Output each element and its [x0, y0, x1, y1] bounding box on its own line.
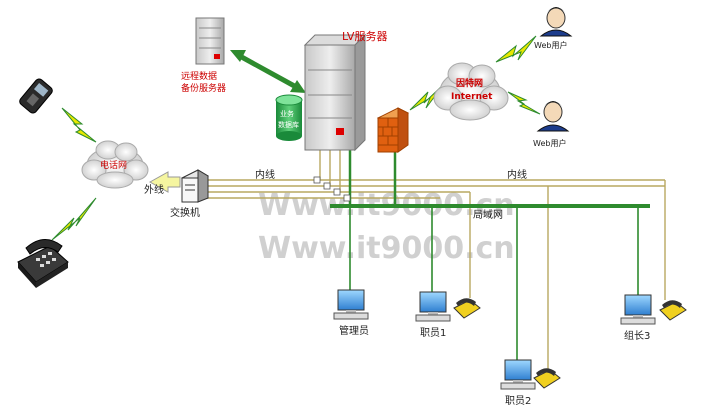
desk-phone-icon: [17, 239, 69, 288]
backup-server-label-line2: 备份服务器: [181, 82, 226, 94]
backup-server-icon: [195, 17, 225, 65]
admin-label: 管理员: [339, 324, 369, 337]
lightning-internet-webuser-bottom: [507, 91, 541, 115]
external-line-arrow: [148, 171, 181, 193]
staff2-computer-icon: [500, 359, 536, 390]
switch-icon: [180, 169, 210, 203]
lightning-internet-webuser-top: [495, 35, 537, 63]
web-user-top-icon: [539, 7, 573, 37]
database-label-line1: 业务: [280, 109, 294, 118]
lightning-mobile-phonenet: [61, 107, 97, 143]
inner-line-right-label: 内线: [507, 168, 527, 181]
inner-line-left-label: 内线: [255, 168, 275, 181]
switch-label: 交换机: [170, 206, 200, 219]
database-icon: [275, 94, 303, 141]
external-line-label: 外线: [144, 183, 164, 196]
web-user-top-label: Web用户: [534, 40, 567, 50]
lan-label: 局域网: [473, 208, 503, 221]
staff2-phone-icon: [533, 368, 561, 389]
lv-server-label: LV服务器: [342, 30, 387, 43]
phone-network-cloud-icon: [81, 140, 149, 189]
team-leader3-label: 组长3: [624, 329, 650, 342]
lv-server-icon: [303, 33, 367, 152]
team-leader3-phone-icon: [659, 300, 687, 321]
line-jacks: [313, 176, 351, 202]
staff1-phone-icon: [453, 298, 481, 319]
database-label-line2: 数据库: [278, 120, 299, 129]
team-leader3-computer-icon: [620, 294, 656, 325]
web-user-bottom-label: Web用户: [533, 138, 566, 148]
lightning-deskphone-phonenet: [51, 197, 97, 241]
admin-computer-icon: [333, 289, 369, 320]
staff2-label: 职员2: [505, 395, 531, 407]
backup-sync-arrow: [230, 50, 306, 93]
backup-server-label-line1: 远程数据: [181, 70, 217, 82]
internet-label-line2: Internet: [451, 92, 493, 102]
watermark-line2: Www.it9000.cn: [258, 231, 515, 266]
staff1-label: 职员1: [420, 327, 446, 339]
phone-network-label: 电话网: [100, 159, 127, 171]
web-user-bottom-icon: [536, 101, 570, 132]
internet-label-line1: 因特网: [456, 77, 483, 89]
staff1-computer-icon: [415, 291, 451, 322]
firewall-icon: [376, 107, 410, 153]
mobile-phone-icon: [19, 78, 53, 114]
internet-cloud-icon: [433, 62, 509, 121]
